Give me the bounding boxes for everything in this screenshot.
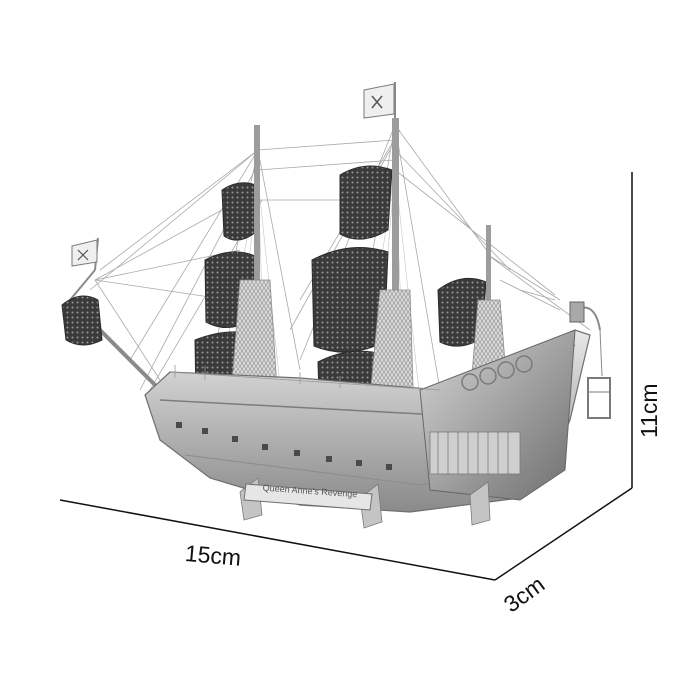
stern-decoration bbox=[461, 355, 533, 391]
stern-lantern bbox=[569, 301, 611, 419]
length-dimension-line bbox=[59, 499, 496, 581]
height-label: 11cm bbox=[636, 383, 662, 438]
gun-ports bbox=[176, 422, 392, 470]
fore-topgallant-sail bbox=[221, 182, 259, 241]
nameplate bbox=[243, 483, 373, 511]
main-mast bbox=[392, 118, 399, 448]
length-label: 15cm bbox=[183, 540, 243, 571]
hull bbox=[144, 329, 591, 513]
main-flag bbox=[363, 83, 395, 119]
main-topgallant-sail bbox=[339, 165, 393, 240]
fore-mast bbox=[254, 125, 260, 415]
depth-dimension-line bbox=[494, 487, 633, 581]
display-stand bbox=[239, 477, 491, 529]
dimension-lines bbox=[59, 172, 633, 581]
flags bbox=[71, 82, 396, 271]
spritsail bbox=[61, 295, 103, 346]
deck-railing bbox=[169, 365, 441, 391]
